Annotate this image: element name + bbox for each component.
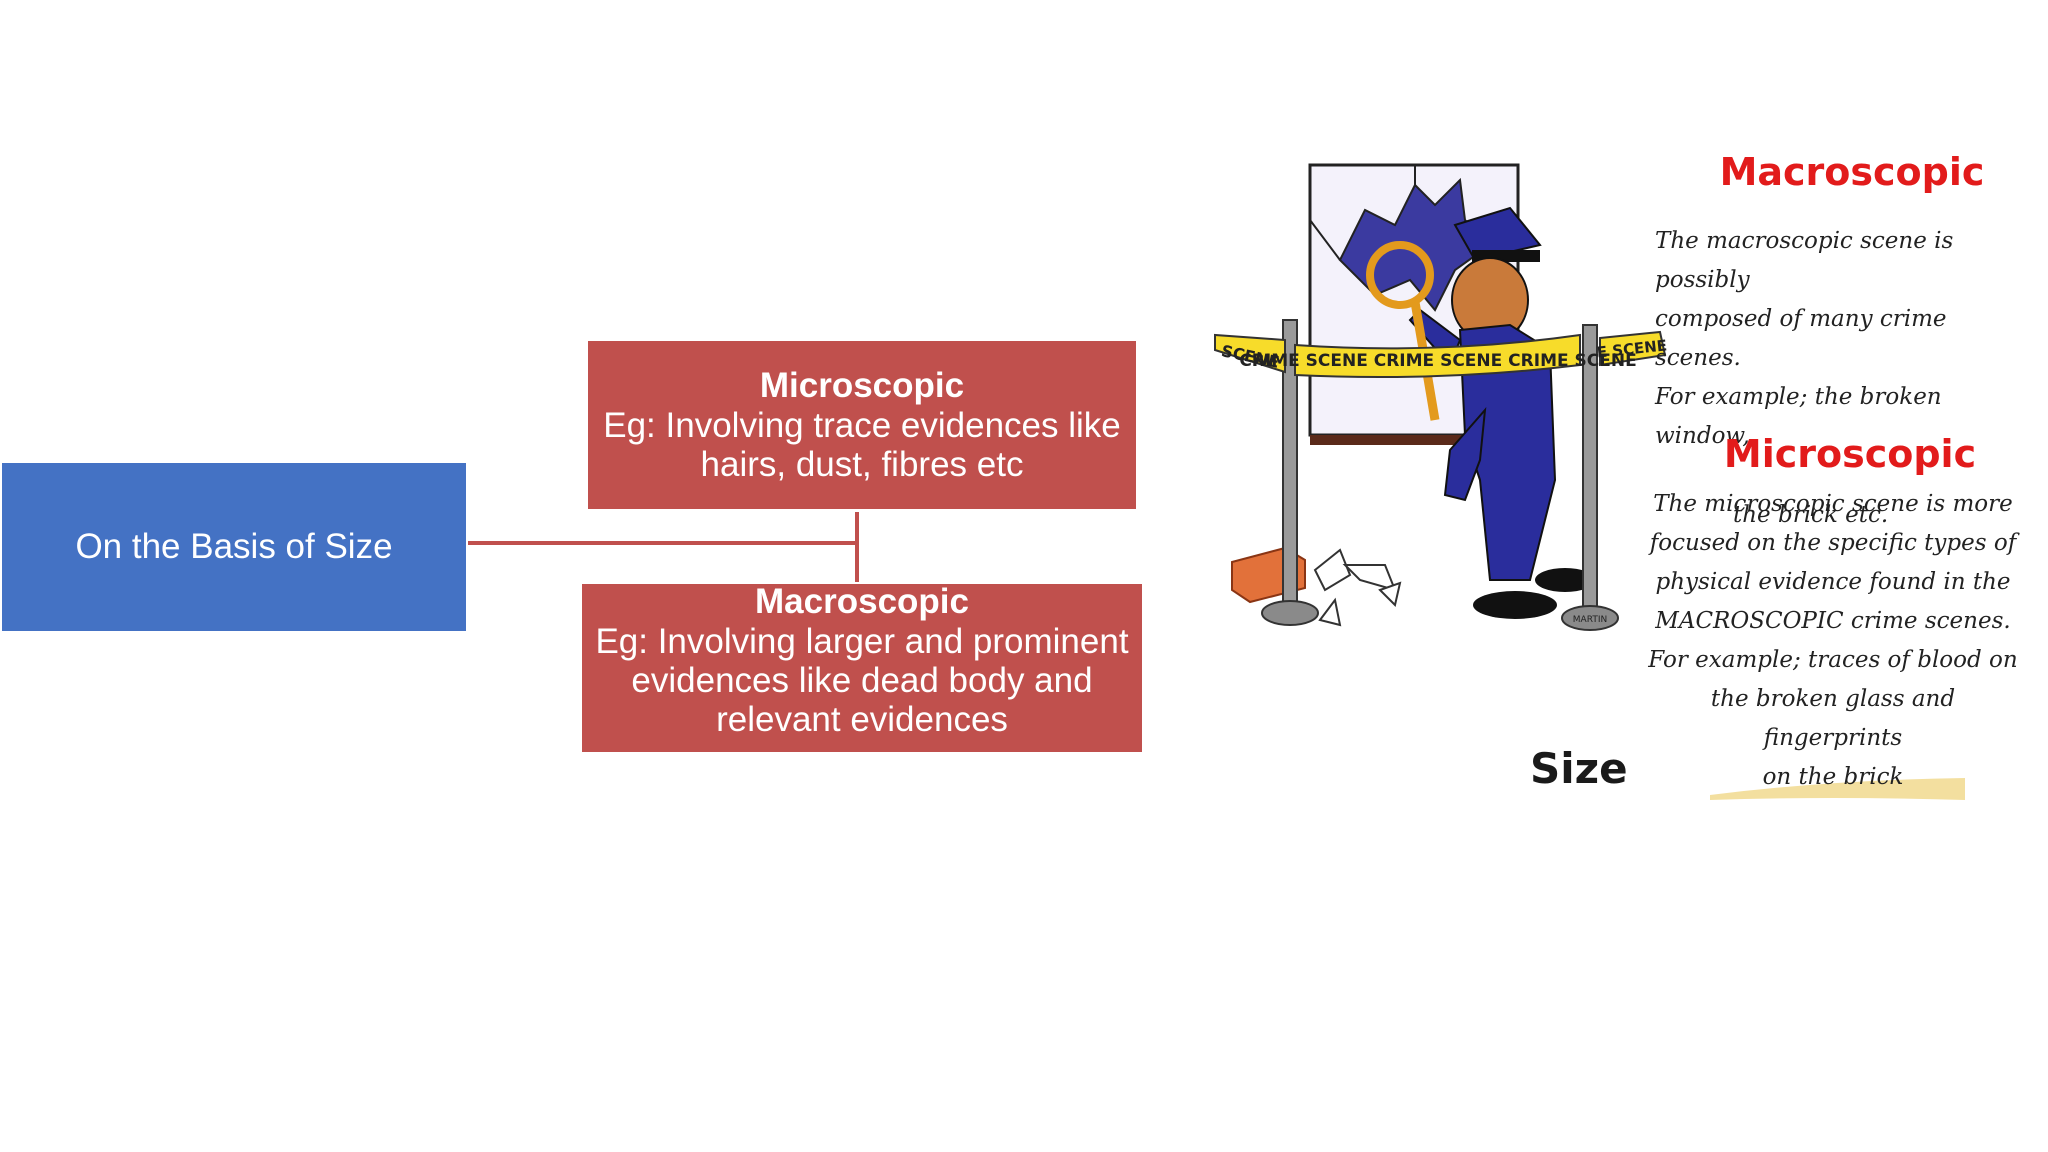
microscopic-text: The microscopic scene is more focused on… [1648,485,2018,797]
branch-macroscopic: Macroscopic Eg: Involving larger and pro… [582,582,1142,752]
branch-title: Microscopic [759,366,965,405]
text-line: The microscopic scene is more [1653,491,2013,517]
tape-text: CRIME SCENE CRIME SCENE CRIME SCENE [1239,351,1636,371]
crime-scene-tape: SCENE CRIME SCENE CRIME SCENE CRIME SCEN… [1214,330,1668,379]
branch-microscopic: Microscopic Eg: Involving trace evidence… [588,341,1136,509]
branch-description: Eg: Involving larger and prominent evide… [595,622,1129,739]
branch-title: Macroscopic [755,582,969,621]
text-line: The macroscopic scene is possibly [1655,228,1954,293]
text-line: on the brick [1762,764,1904,790]
macroscopic-heading: Macroscopic [1719,150,1985,194]
branch-description: Eg: Involving trace evidences like hairs… [603,406,1121,484]
post-label: MARTIN [1573,615,1607,625]
root-node: On the Basis of Size [2,463,466,631]
crime-scene-illustration: MARTIN SCENE CRIME SCENE CRIME SCENE CRI… [1214,163,1965,800]
text-line: MACROSCOPIC crime scenes. [1655,608,2011,634]
text-line: the broken glass and fingerprints [1710,686,1956,751]
text-line: For example; the broken window, [1655,384,1942,449]
macroscopic-text: The macroscopic scene is possibly compos… [1655,222,2015,535]
barrier-posts: MARTIN [1261,319,1619,631]
text-line: physical evidence found in the [1655,569,2011,595]
police-officer [1366,206,1595,619]
microscopic-heading: Microscopic [1723,432,1977,476]
connector-vertical [855,512,859,582]
size-caption: Size [1530,744,1628,793]
text-line: composed of many crime scenes. [1655,306,1947,371]
text-line: focused on the specific types of [1649,530,2017,556]
connector-horizontal [468,541,857,545]
text-line: For example; traces of blood on [1648,647,2018,673]
text-line: the brick etc. [1733,502,1889,528]
root-label: On the Basis of Size [75,527,393,566]
brush-stroke [1710,778,1965,800]
